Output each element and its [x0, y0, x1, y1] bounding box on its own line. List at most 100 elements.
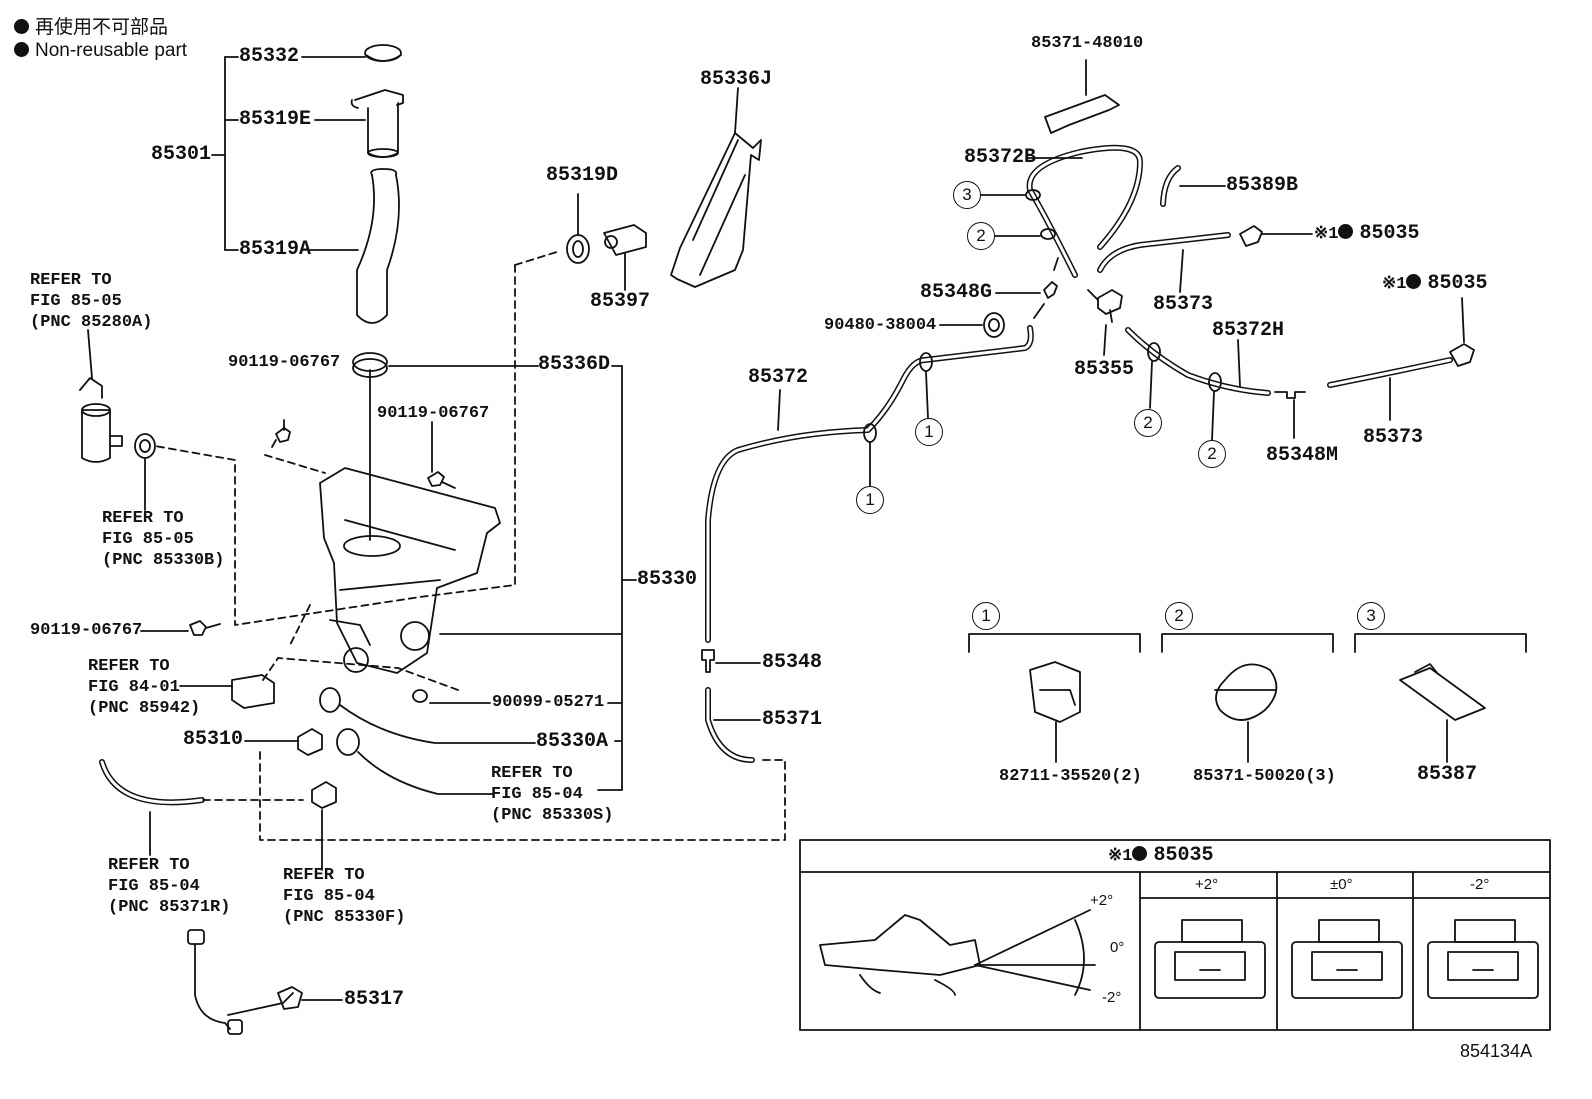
legend-english: Non-reusable part [14, 40, 187, 62]
connector-85348G-drawing [995, 257, 1059, 319]
bracket-85301 [211, 56, 239, 251]
note-mark: ※1 [1314, 225, 1339, 244]
inlet-grommet-drawing [352, 352, 539, 378]
part-label-85317[interactable]: 85317 [344, 988, 405, 1011]
refer-to-85330F[interactable]: REFER TO FIG 85-04 (PNC 85330F) [283, 866, 406, 927]
part-label-85387[interactable]: 85387 [1417, 763, 1478, 786]
connector-85348-drawing [701, 649, 761, 673]
part-label-85348G[interactable]: 85348G [920, 281, 993, 304]
filler-neck-upper-drawing [314, 89, 404, 158]
part-label-85397[interactable]: 85397 [590, 290, 651, 313]
clip-85387-drawing [1399, 663, 1486, 763]
inset-col-zero: ±0° [1330, 876, 1353, 893]
grommet-ref-drawing [134, 433, 156, 511]
inset-table-frame [799, 839, 1551, 1031]
clip-callout-3[interactable]: 3 [953, 181, 981, 209]
non-reusable-dot-icon [14, 19, 29, 34]
part-label-85355[interactable]: 85355 [1074, 358, 1135, 381]
part-label-82711-35520[interactable]: 82711-35520(2) [999, 767, 1142, 786]
part-label-85389B[interactable]: 85389B [1226, 174, 1299, 197]
part-label-85348[interactable]: 85348 [762, 651, 823, 674]
refer-to-85942[interactable]: REFER TO FIG 84-01 (PNC 85942) [88, 657, 201, 718]
angle-label-zero: 0° [1110, 939, 1125, 956]
legend-japanese: 再使用不可部品 [14, 12, 168, 39]
part-label-90480-38004[interactable]: 90480-38004 [824, 316, 937, 335]
clip-callout-2[interactable]: 2 [1198, 440, 1226, 468]
dashed-reference-lines [154, 250, 786, 841]
inset-head-view-2 [1291, 919, 1403, 999]
part-label-85348M[interactable]: 85348M [1266, 444, 1339, 467]
part-label-85330A[interactable]: 85330A [536, 730, 609, 753]
clip-callout-1[interactable]: 1 [856, 486, 884, 514]
hose-85371-drawing [705, 687, 761, 763]
washer-tank-drawing [319, 369, 501, 674]
filler-pipe-drawing [309, 168, 400, 324]
part-label-85372B[interactable]: 85372B [964, 146, 1037, 169]
non-reusable-dot-icon [1132, 846, 1148, 861]
angle-label-minus2: -2° [1102, 989, 1122, 1006]
part-label-85373-a[interactable]: 85373 [1153, 293, 1214, 316]
part-label-90119-06767-c[interactable]: 90119-06767 [30, 621, 143, 640]
hose-85373-upper-drawing [1097, 225, 1313, 293]
level-sensor-ref-drawing [179, 674, 275, 709]
part-label-90119-06767-a[interactable]: 90119-06767 [228, 353, 341, 372]
part-label-85330[interactable]: 85330 [637, 568, 698, 591]
non-reusable-dot-icon [1338, 224, 1354, 239]
part-label-85319A[interactable]: 85319A [239, 238, 312, 261]
hose-ref-drawing [99, 759, 205, 856]
inset-head-view-3 [1427, 919, 1539, 999]
refer-to-85330B[interactable]: REFER TO FIG 85-05 (PNC 85330B) [102, 509, 225, 570]
nozzle-ref-drawing [79, 329, 123, 463]
note-mark: ※1 [1382, 275, 1407, 294]
clip-callout-1[interactable]: 1 [915, 418, 943, 446]
part-label-85301[interactable]: 85301 [151, 143, 212, 166]
part-label-90119-06767-b[interactable]: 90119-06767 [377, 404, 490, 423]
clip-key-2: 2 [1165, 602, 1193, 630]
inset-col-minus2: -2° [1470, 876, 1490, 893]
part-label-85372H[interactable]: 85372H [1212, 319, 1285, 342]
clip-callout-2[interactable]: 2 [1134, 409, 1162, 437]
part-label-85336J[interactable]: 85336J [700, 68, 773, 91]
part-label-85319E[interactable]: 85319E [239, 108, 312, 131]
clip-82711-drawing [1029, 661, 1081, 763]
pump-drawing [603, 224, 647, 291]
hose-85373-lower-drawing [1327, 297, 1475, 421]
clip-1-drawings [863, 352, 933, 487]
part-label-85310[interactable]: 85310 [183, 728, 244, 751]
grommet-drawing [566, 193, 590, 264]
refer-to-85371R[interactable]: REFER TO FIG 85-04 (PNC 85371R) [108, 856, 231, 917]
bracket-85330 [439, 365, 637, 791]
hose-85389B-drawing [1160, 165, 1226, 207]
part-label-85372[interactable]: 85372 [748, 366, 809, 389]
harness-drawing [187, 929, 343, 1035]
clip-boxes-frames [968, 633, 1527, 653]
part-label-85371-48010[interactable]: 85371-48010 [1031, 34, 1144, 53]
part-label-85332[interactable]: 85332 [239, 45, 300, 68]
part-label-85371[interactable]: 85371 [762, 708, 823, 731]
reservoir-cover-drawing [670, 87, 762, 288]
nozzle-bracket-drawing [1044, 59, 1120, 134]
clip-85371-50020-drawing [1214, 663, 1278, 763]
part-label-85319D[interactable]: 85319D [546, 164, 619, 187]
part-label-90099-05271[interactable]: 90099-05271 [492, 693, 605, 712]
part-label-85373-b[interactable]: 85373 [1363, 426, 1424, 449]
inset-head-view-1 [1154, 919, 1266, 999]
inset-col-plus2: +2° [1195, 876, 1219, 893]
clip-key-1: 1 [972, 602, 1000, 630]
clip-callout-2[interactable]: 2 [967, 222, 995, 250]
refer-to-85330S[interactable]: REFER TO FIG 85-04 (PNC 85330S) [491, 764, 614, 825]
filler-cap-drawing [301, 44, 402, 62]
part-label-85336D[interactable]: 85336D [538, 353, 611, 376]
valve-85355-drawing [1087, 289, 1123, 356]
refer-to-85280A[interactable]: REFER TO FIG 85-05 (PNC 85280A) [30, 271, 153, 332]
part-label-85371-50020[interactable]: 85371-50020(3) [1193, 767, 1336, 786]
image-number: 854134A [1460, 1041, 1533, 1061]
hose-85372H-drawing [1125, 327, 1271, 441]
angle-label-plus2: +2° [1090, 892, 1114, 909]
non-reusable-dot-icon [1406, 274, 1422, 289]
